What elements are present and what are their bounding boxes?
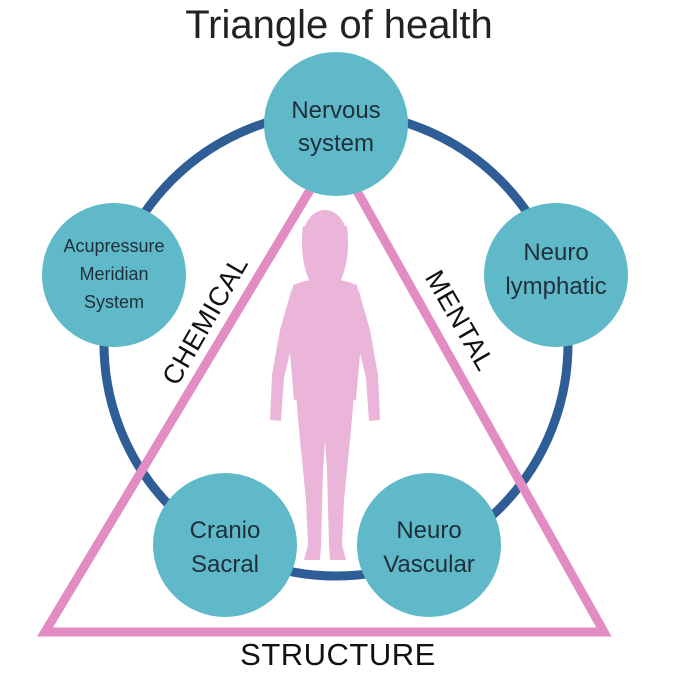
- health-triangle: [37, 141, 612, 637]
- diagram-title: Triangle of health: [185, 3, 493, 47]
- node-neuro-lymphatic: Neuro lymphatic: [484, 203, 628, 347]
- node-circle: [153, 473, 297, 617]
- node-circle: [264, 52, 408, 196]
- node-circle: [357, 473, 501, 617]
- node-label-line2: lymphatic: [505, 273, 606, 300]
- node-acupressure-meridian-system: Acupressure Meridian System: [42, 203, 186, 347]
- node-label-line1: Neuro: [523, 239, 588, 266]
- node-label-line2: Sacral: [191, 551, 259, 578]
- node-circle: [484, 203, 628, 347]
- side-label-structure: STRUCTURE: [240, 637, 436, 672]
- node-label-line2: system: [298, 130, 374, 157]
- node-cranio-sacral: Cranio Sacral: [153, 473, 297, 617]
- node-label-line1: Neuro: [396, 517, 461, 544]
- node-label-line1: Nervous: [291, 97, 380, 124]
- human-silhouette-icon: [270, 210, 380, 560]
- node-label-line2: Meridian: [79, 264, 148, 284]
- node-label-line1: Acupressure: [63, 236, 164, 256]
- node-label-line1: Cranio: [190, 517, 261, 544]
- node-label-line2: Vascular: [383, 551, 475, 578]
- node-nervous-system: Nervous system: [264, 52, 408, 196]
- node-circle: [42, 203, 186, 347]
- node-neuro-vascular: Neuro Vascular: [357, 473, 501, 617]
- node-label-line3: System: [84, 292, 144, 312]
